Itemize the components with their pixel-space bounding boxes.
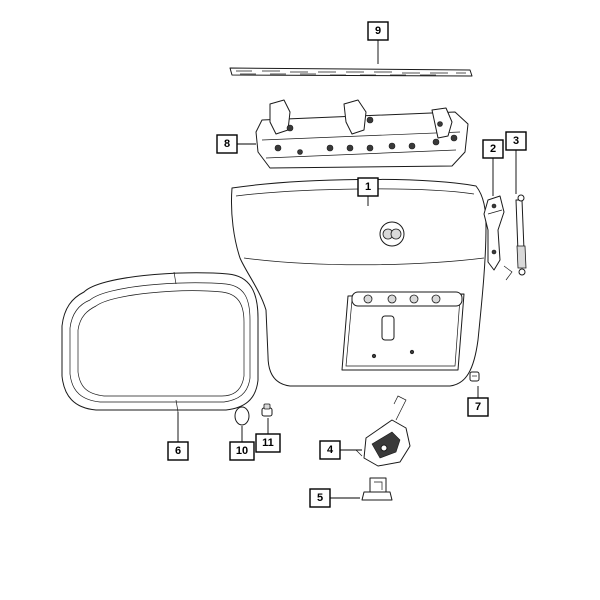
callout-10-label: 10 [236, 445, 248, 457]
callout-11: 11 [255, 433, 281, 453]
callout-5-label: 5 [317, 492, 323, 504]
callout-11-label: 11 [262, 437, 274, 449]
callout-6-label: 6 [175, 445, 181, 457]
callout-1: 1 [357, 177, 379, 197]
callout-4: 4 [319, 440, 341, 460]
callout-8-label: 8 [224, 138, 230, 150]
part-8-upper-bracket [255, 99, 469, 169]
callout-2-label: 2 [490, 143, 496, 155]
callout-3: 3 [505, 131, 527, 151]
callout-2: 2 [482, 139, 504, 159]
callout-6: 6 [167, 441, 189, 461]
part-1-liftgate-panel [231, 178, 487, 387]
callout-10: 10 [229, 441, 255, 461]
callout-9: 9 [367, 21, 389, 41]
part-7-clip [469, 371, 480, 382]
part-6-window-seal [61, 271, 259, 413]
part-9-top-strip [229, 67, 473, 77]
callout-7-label: 7 [475, 401, 481, 413]
part-3-gas-strut [503, 194, 527, 281]
part-11-bumper [261, 403, 273, 417]
part-5-striker [361, 477, 393, 501]
callout-8: 8 [216, 134, 238, 154]
part-10-plug [234, 406, 250, 426]
callout-4-label: 4 [327, 444, 334, 456]
part-4-latch [355, 395, 411, 467]
callout-3-label: 3 [513, 135, 519, 147]
callout-7: 7 [467, 397, 489, 417]
callout-5: 5 [309, 488, 331, 508]
callout-1-label: 1 [365, 181, 371, 193]
leader-lines [177, 40, 517, 499]
part-2-hinge [483, 195, 505, 271]
callout-9-label: 9 [375, 25, 381, 37]
